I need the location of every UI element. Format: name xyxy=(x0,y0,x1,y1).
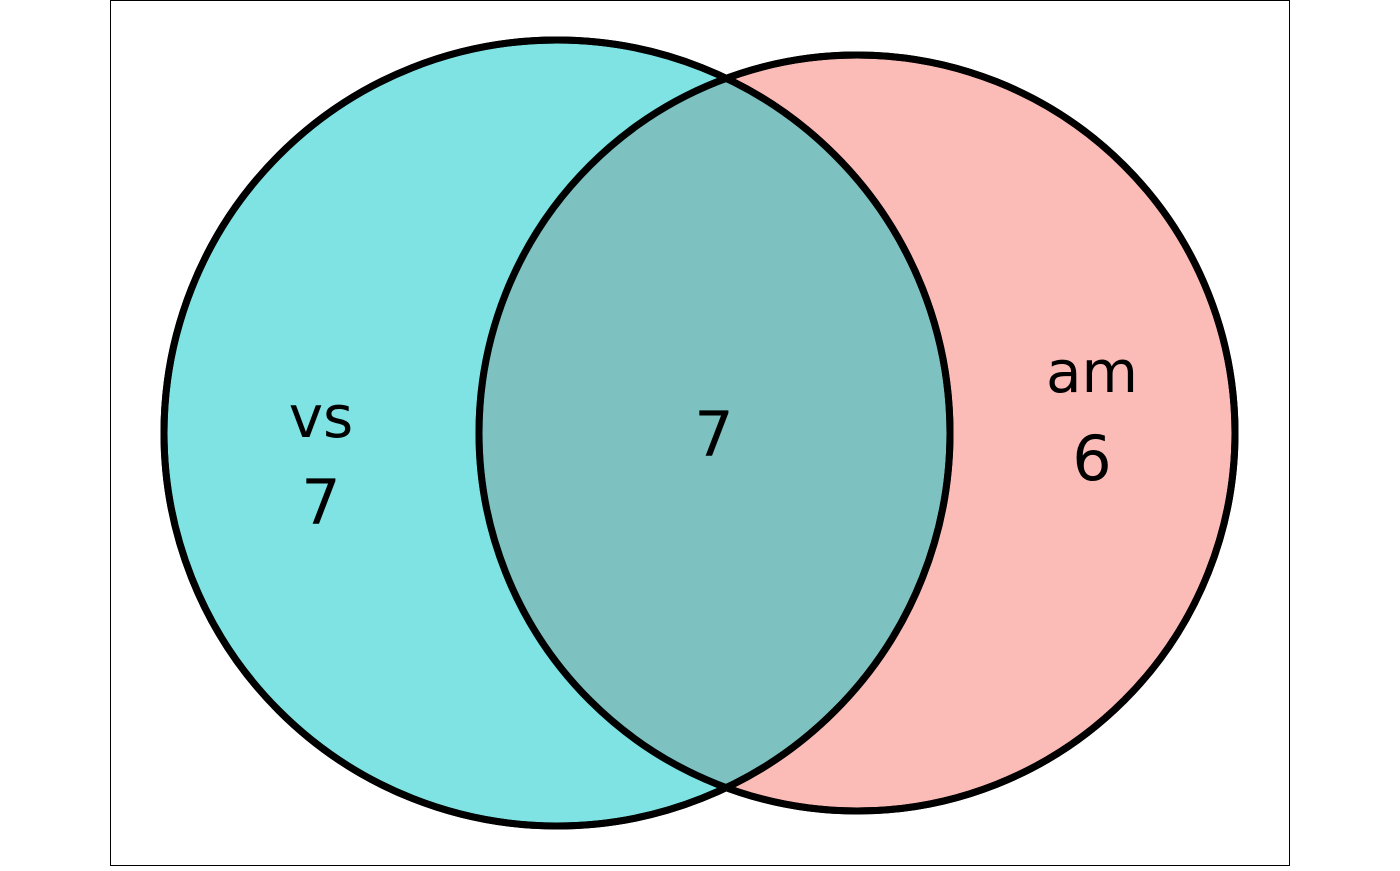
set-am-outline xyxy=(475,51,1239,815)
outlines xyxy=(160,36,1239,830)
set-vs-circle xyxy=(160,36,954,830)
set-am-only-count: 6 xyxy=(1072,422,1111,495)
set-vs-label: vs xyxy=(289,383,354,451)
set-vs-circle-group xyxy=(160,36,954,830)
set-vs-only-count: 7 xyxy=(301,466,340,539)
set-vs-outline xyxy=(160,36,954,830)
intersection-count: 7 xyxy=(694,398,733,471)
set-am-label: am xyxy=(1046,338,1138,406)
